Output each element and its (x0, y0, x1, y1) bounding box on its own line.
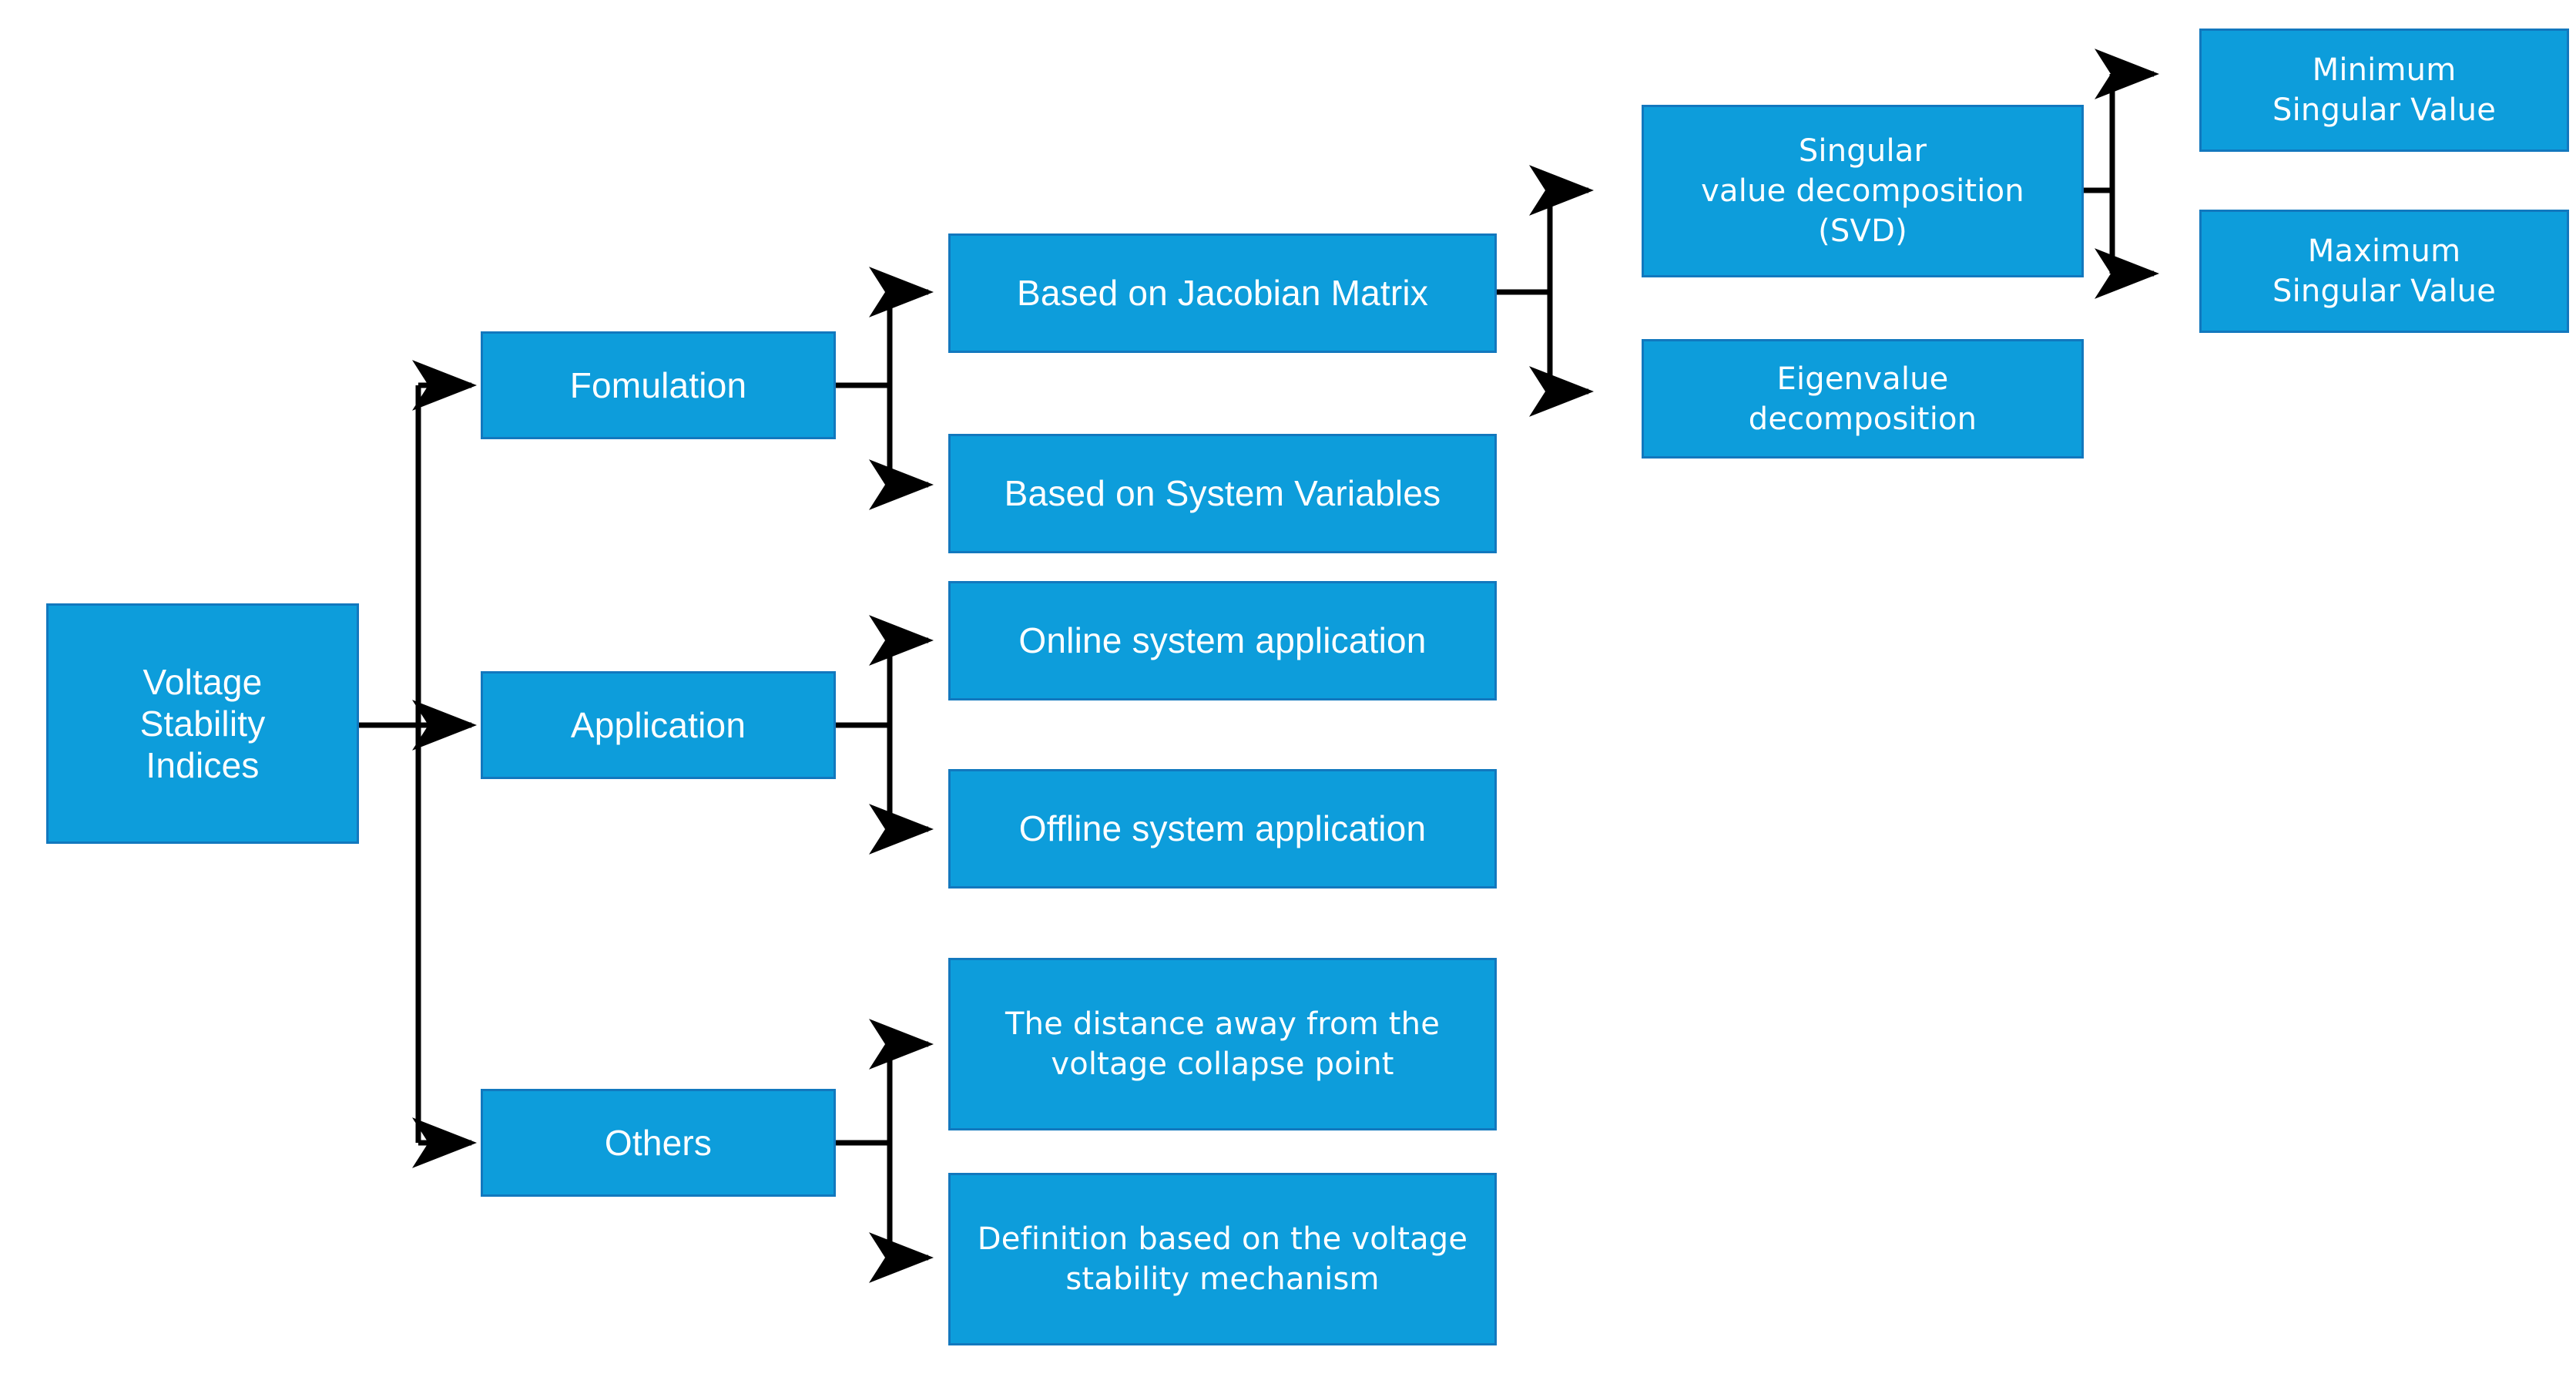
node-application[interactable]: Application (481, 671, 836, 779)
node-offline-system-application[interactable]: Offline system application (948, 769, 1497, 889)
node-minimum-singular-value[interactable]: Minimum Singular Value (2199, 29, 2569, 152)
node-formulation[interactable]: Fomulation (481, 331, 836, 439)
node-distance-away-from-voltage-collapse-point[interactable]: The distance away from the voltage colla… (948, 958, 1497, 1130)
node-eigenvalue-decomposition[interactable]: Eigenvalue decomposition (1642, 339, 2084, 459)
node-based-on-system-variables[interactable]: Based on System Variables (948, 434, 1497, 553)
node-others[interactable]: Others (481, 1089, 836, 1197)
node-maximum-singular-value[interactable]: Maximum Singular Value (2199, 210, 2569, 333)
node-voltage-stability-indices[interactable]: Voltage Stability Indices (46, 603, 359, 844)
node-definition-based-on-voltage-stability-mechanism[interactable]: Definition based on the voltage stabilit… (948, 1173, 1497, 1345)
node-singular-value-decomposition[interactable]: Singular value decomposition (SVD) (1642, 105, 2084, 277)
node-online-system-application[interactable]: Online system application (948, 581, 1497, 700)
node-based-on-jacobian-matrix[interactable]: Based on Jacobian Matrix (948, 233, 1497, 353)
